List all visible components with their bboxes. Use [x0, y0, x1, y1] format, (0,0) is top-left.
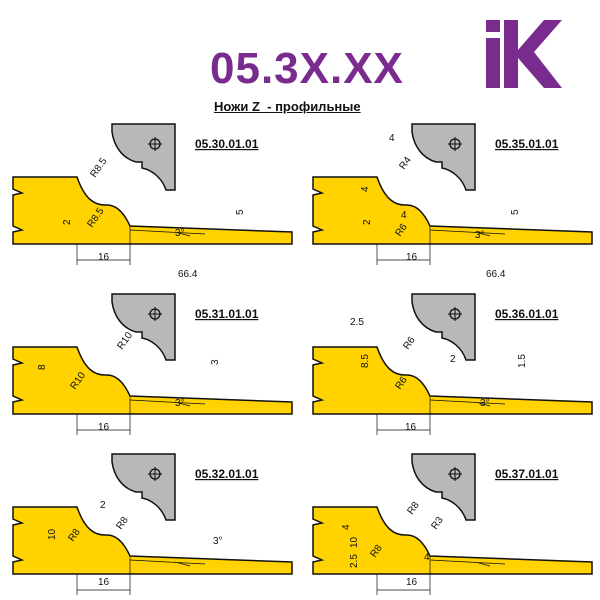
- angle-line: [429, 399, 506, 407]
- dimension-label: 3: [210, 359, 221, 365]
- workpiece-profile: [12, 176, 293, 245]
- part-code: 05.30.01.01: [195, 137, 259, 151]
- cutter-knife: [411, 123, 476, 191]
- dimension-label: 66.4: [178, 269, 198, 280]
- dimension-label: R8: [405, 500, 422, 517]
- dimension-label: 2.5: [350, 317, 364, 328]
- dimension-line: [76, 396, 131, 435]
- dimension-label: 10: [349, 536, 360, 548]
- workpiece-profile: [12, 346, 293, 415]
- dimension-label: 2: [62, 219, 73, 225]
- dimension-label: 2: [100, 500, 106, 511]
- dimension-label: 4: [401, 210, 407, 221]
- dimension-label: 1.5: [517, 354, 528, 368]
- workpiece-profile: [312, 346, 593, 415]
- dimension-label: 8.5: [360, 354, 371, 368]
- angle-line: [429, 229, 506, 237]
- dimension-line: [376, 226, 431, 265]
- part-code: 05.36.01.01: [495, 307, 559, 321]
- dimension-label: 3°: [480, 398, 490, 409]
- crosshair-icon: [448, 307, 462, 321]
- dimension-line: [76, 226, 131, 265]
- dimension-label: 2: [450, 354, 456, 365]
- crosshair-icon: [148, 467, 162, 481]
- angle-line: [429, 559, 506, 567]
- dimension-label: 16: [406, 252, 418, 263]
- workpiece-profile: [312, 506, 593, 575]
- dimension-label: 5: [510, 209, 521, 215]
- workpiece-profile: [312, 176, 593, 245]
- dimension-label: 2.5: [349, 554, 360, 568]
- dimension-label: 4: [424, 552, 430, 563]
- dimension-label: 16: [405, 422, 417, 433]
- cutter-knife: [411, 453, 476, 521]
- dimension-label: 3°: [213, 536, 223, 547]
- part-code: 05.32.01.01: [195, 467, 259, 481]
- dimension-label: 16: [98, 422, 110, 433]
- dimension-line: [376, 396, 431, 435]
- dimension-label: 8: [37, 364, 48, 370]
- page-subtitle: Ножи Z - профильные: [214, 99, 361, 114]
- dimension-label: R8: [114, 515, 131, 532]
- dimension-label: 10: [47, 528, 58, 540]
- dimension-label: 3°: [475, 230, 485, 241]
- crosshair-icon: [448, 467, 462, 481]
- cutter-knife: [111, 123, 176, 191]
- part-code: 05.31.01.01: [195, 307, 259, 321]
- dimension-label: 66.4: [486, 269, 506, 280]
- crosshair-icon: [448, 137, 462, 151]
- angle-line: [129, 559, 206, 567]
- dimension-label: R3: [429, 515, 446, 532]
- dimension-label: R4: [397, 155, 414, 172]
- dimension-label: 4: [341, 524, 352, 530]
- dimension-label: R10: [115, 330, 135, 352]
- dimension-label: 4: [360, 186, 371, 192]
- dimension-label: 5: [235, 209, 246, 215]
- dimension-label: 3°: [175, 398, 185, 409]
- cutter-knife: [111, 453, 176, 521]
- part-code: 05.37.01.01: [495, 467, 559, 481]
- dimension-line: [76, 556, 131, 595]
- angle-line: [129, 229, 206, 237]
- ibk-logo: [486, 20, 562, 88]
- dimension-label: 16: [98, 252, 110, 263]
- dimension-line: [376, 556, 431, 595]
- page-title: 05.3X.XX: [210, 44, 404, 93]
- dimension-label: R6: [401, 335, 418, 352]
- dimension-label: 4: [389, 133, 395, 144]
- crosshair-icon: [148, 137, 162, 151]
- part-code: 05.35.01.01: [495, 137, 559, 151]
- crosshair-icon: [148, 307, 162, 321]
- dimension-label: 2: [362, 219, 373, 225]
- dimension-label: 3°: [175, 228, 185, 239]
- angle-line: [129, 399, 206, 407]
- dimension-label: 16: [406, 577, 418, 588]
- dimension-label: 16: [98, 577, 110, 588]
- cutter-knife: [411, 293, 476, 361]
- workpiece-profile: [12, 506, 293, 575]
- dimension-label: R8.5: [88, 156, 109, 180]
